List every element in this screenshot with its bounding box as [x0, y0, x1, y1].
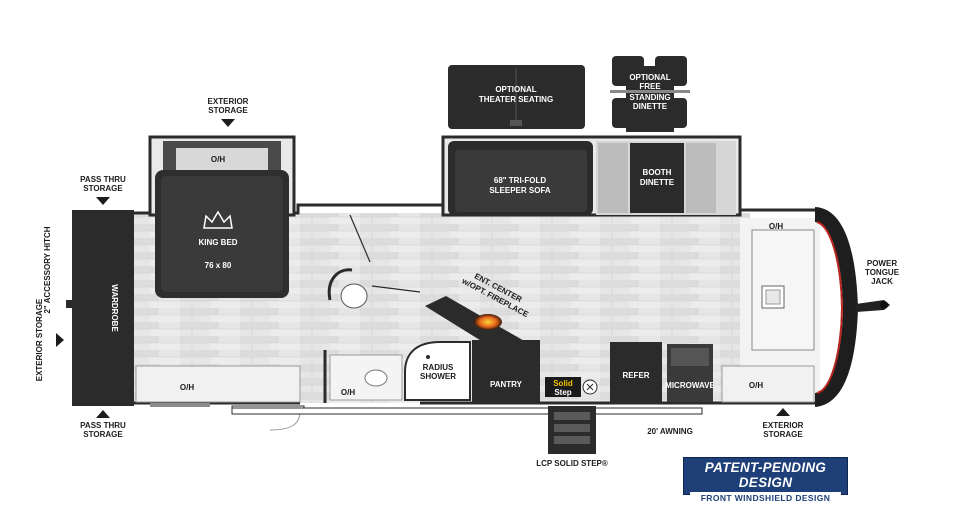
toilet-icon — [340, 283, 368, 309]
pass-thru-bottom-2: STORAGE — [83, 430, 123, 439]
radius-shower — [404, 341, 471, 401]
free-standing-dinette-4: DINETTE — [633, 102, 668, 111]
bed-size-label: 76 x 80 — [205, 261, 232, 270]
exterior-storage-top-1: EXTERIOR — [208, 97, 249, 106]
pantry-label: PANTRY — [490, 380, 523, 389]
booth-dinette-2: DINETTE — [640, 178, 675, 187]
arrow-right-icon — [56, 333, 64, 347]
power-tongue-jack-1: POWER — [867, 259, 897, 268]
radius-shower-1: RADIUS — [423, 363, 454, 372]
solid-step-logo — [545, 377, 581, 397]
wardrobe-label: WARDROBE — [110, 284, 119, 332]
patent-pending-badge: PATENT-PENDING DESIGN FRONT WINDSHIELD D… — [683, 457, 848, 504]
theater-seating-1: OPTIONAL — [495, 85, 536, 94]
arrow-up-icon — [776, 408, 790, 416]
refer-label: REFER — [622, 371, 649, 380]
exterior-storage-left-label: EXTERIOR STORAGE — [35, 298, 44, 381]
awning-rail — [231, 407, 703, 415]
lcp-solid-step-label: LCP SOLID STEP® — [536, 459, 608, 468]
pantry — [472, 340, 540, 402]
oh-bath-label: O/H — [341, 388, 355, 397]
oh-front-bottom-label: O/H — [749, 381, 763, 390]
arrow-up-icon — [96, 410, 110, 418]
awning-label: 20' AWNING — [647, 427, 693, 436]
refrigerator — [610, 342, 662, 402]
radius-shower-2: SHOWER — [420, 372, 456, 381]
exterior-storage-bottom-1: EXTERIOR — [763, 421, 804, 430]
solid-step-logo-2: Step — [554, 388, 571, 397]
oh-front-top-label: O/H — [769, 222, 783, 231]
oh-cabinet-bottom-left — [135, 365, 301, 403]
king-bed-label: KING BED — [198, 238, 237, 247]
exterior-storage-bottom-2: STORAGE — [763, 430, 803, 439]
free-standing-dinette-1: OPTIONAL — [629, 73, 670, 82]
crown-icon — [203, 210, 233, 229]
pass-thru-bottom-1: PASS THRU — [80, 421, 126, 430]
front-cap — [815, 207, 858, 407]
accessory-hitch-label: 2" ACCESSORY HITCH — [43, 226, 52, 313]
pass-thru-top-2: STORAGE — [83, 184, 123, 193]
badge-subtitle: FRONT WINDSHIELD DESIGN — [690, 492, 841, 504]
sleeper-sofa-1: 68" TRI-FOLD — [494, 176, 546, 185]
booth-dinette-1: BOOTH — [643, 168, 672, 177]
bed-oh-label: O/H — [211, 155, 225, 164]
wardrobe — [72, 210, 134, 406]
brand-cap-text: COUGAR — [832, 289, 842, 327]
solid-step-stairs — [548, 406, 596, 454]
fireplace-icon — [474, 314, 502, 330]
free-standing-dinette-3: STANDING — [629, 93, 670, 102]
pass-thru-top-1: PASS THRU — [80, 175, 126, 184]
badge-title: PATENT-PENDING DESIGN — [704, 460, 827, 490]
solid-step-logo-1: Solid — [553, 379, 573, 388]
microwave-label: MICROWAVE — [665, 381, 715, 390]
power-tongue-jack-2: TONGUE — [865, 268, 900, 277]
arrow-down-icon — [96, 197, 110, 205]
exterior-storage-top-2: STORAGE — [208, 106, 248, 115]
power-tongue-jack-3: JACK — [871, 277, 893, 286]
theater-seating-2: THEATER SEATING — [479, 95, 553, 104]
sink-icon — [364, 369, 388, 387]
free-standing-dinette — [610, 56, 690, 132]
sleeper-sofa-2: SLEEPER SOFA — [489, 186, 551, 195]
arrow-down-icon — [221, 119, 235, 127]
free-standing-dinette-2: FREE — [639, 82, 661, 91]
oh-bottom-left-label: O/H — [180, 383, 194, 392]
